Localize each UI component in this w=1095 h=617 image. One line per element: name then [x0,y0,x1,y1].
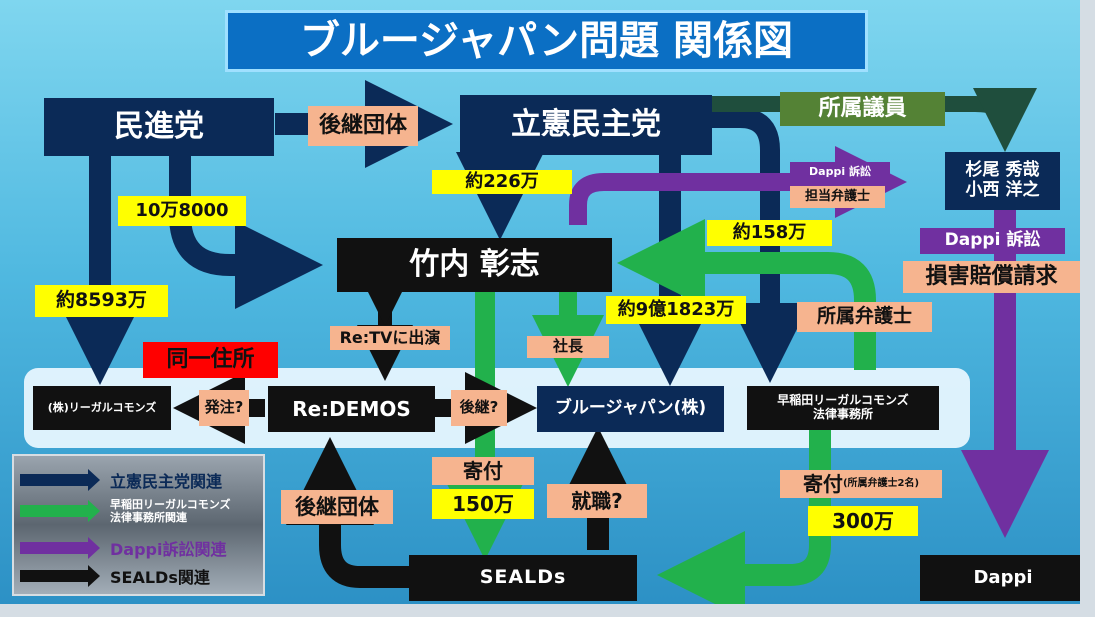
label-shushoku: 就職? [547,484,647,518]
label-koenkai-top: 後継団体 [308,106,418,146]
label-dappi-sosho: Dappi 訴訟 [920,228,1065,254]
legend-arrow-waseda [20,500,100,523]
node-takeuchi: 竹内 彰志 [337,238,612,292]
member-name-2: 小西 洋之 [965,180,1040,200]
kifu-right-note: (所属弁護士2名) [842,478,920,490]
legend-label-waseda-2: 法律事務所関連 [110,511,187,525]
waseda-line-2: 法律事務所 [812,407,873,421]
arrow-dappi-lawyers [569,146,907,225]
label-kifu-left: 寄付 [432,457,534,485]
label-man150: 150万 [432,489,534,519]
node-waseda: 早稲田リーガルコモンズ 法律事務所 [747,386,939,430]
arrow-rikken-members [712,88,1037,152]
page-title: ブルージャパン問題 関係図 [225,10,868,72]
member-name-1: 杉尾 秀哉 [965,160,1040,181]
label-shozoku-giin: 所属議員 [780,92,945,126]
node-legal-commons: (株)リーガルコモンズ [33,386,171,430]
label-yaku158: 約158万 [707,220,832,246]
legend-label-dappi: Dappi訴訟関連 [110,540,227,559]
label-retv: Re:TVに出演 [330,326,450,350]
kifu-right-text: 寄付 [802,471,843,496]
node-bluejapan: ブルージャパン(株) [537,386,724,432]
legend-item-waseda: 早稲田リーガルコモンズ 法律事務所関連 [20,498,231,524]
legend-arrow-sealds [20,565,100,587]
label-yaku226: 約226万 [432,170,572,194]
label-doitsu-jusho: 同一住所 [143,342,278,378]
node-dappi: Dappi [920,555,1086,601]
node-members: 杉尾 秀哉 小西 洋之 [945,152,1060,210]
node-minshinto: 民進党 [44,98,274,156]
legend-item-rikken: 立憲民主党関連 [20,468,222,492]
bottom-frame [0,604,1095,617]
legend-arrow-rikken [20,469,100,491]
legend-item-dappi: Dappi訴訟関連 [20,536,226,560]
arrow-waseda-sealds [657,430,831,617]
legend-label-waseda: 早稲田リーガルコモンズ 法律事務所関連 [110,498,231,524]
label-kifu-right: 寄付(所属弁護士2名) [780,470,942,498]
label-man300: 300万 [808,506,918,536]
label-songai: 損害賠償請求 [903,261,1080,293]
label-man10-8000: 10万8000 [118,196,246,226]
label-koenkai-bottom: 後継団体 [281,490,393,524]
legend-arrow-dappi [20,537,100,559]
legend-item-sealds: SEALDs関連 [20,564,210,588]
legend: 立憲民主党関連 早稲田リーガルコモンズ 法律事務所関連 Dappi訴訟関連 SE… [12,454,265,596]
arrow-waseda-takeuchi [617,219,876,370]
legend-label-waseda-1: 早稲田リーガルコモンズ [110,498,231,511]
label-yaku9oku: 約9億1823万 [606,296,746,324]
arrow-rikken-waseda [712,108,810,383]
label-hatchu: 発注? [199,390,249,426]
label-shacho: 社長 [527,336,609,358]
waseda-line-1: 早稲田リーガルコモンズ [777,393,909,408]
legend-label-rikken: 立憲民主党関連 [110,472,223,491]
arrow-sealds-redemos [286,437,410,588]
legend-label-sealds: SEALDs関連 [110,568,210,587]
node-sealds: SEALDs [409,555,637,601]
node-rikken: 立憲民主党 [460,95,712,155]
label-shozoku-bengoshi: 所属弁護士 [797,302,932,332]
label-tanto-bengoshi: 担当弁護士 [790,186,885,208]
label-dappi-sosho-small: Dappi 訴訟 [790,162,890,182]
label-yaku8593: 約8593万 [35,285,168,317]
label-koukei-q: 後継? [451,390,507,426]
right-frame [1080,0,1095,617]
node-redemos: Re:DEMOS [268,386,435,432]
